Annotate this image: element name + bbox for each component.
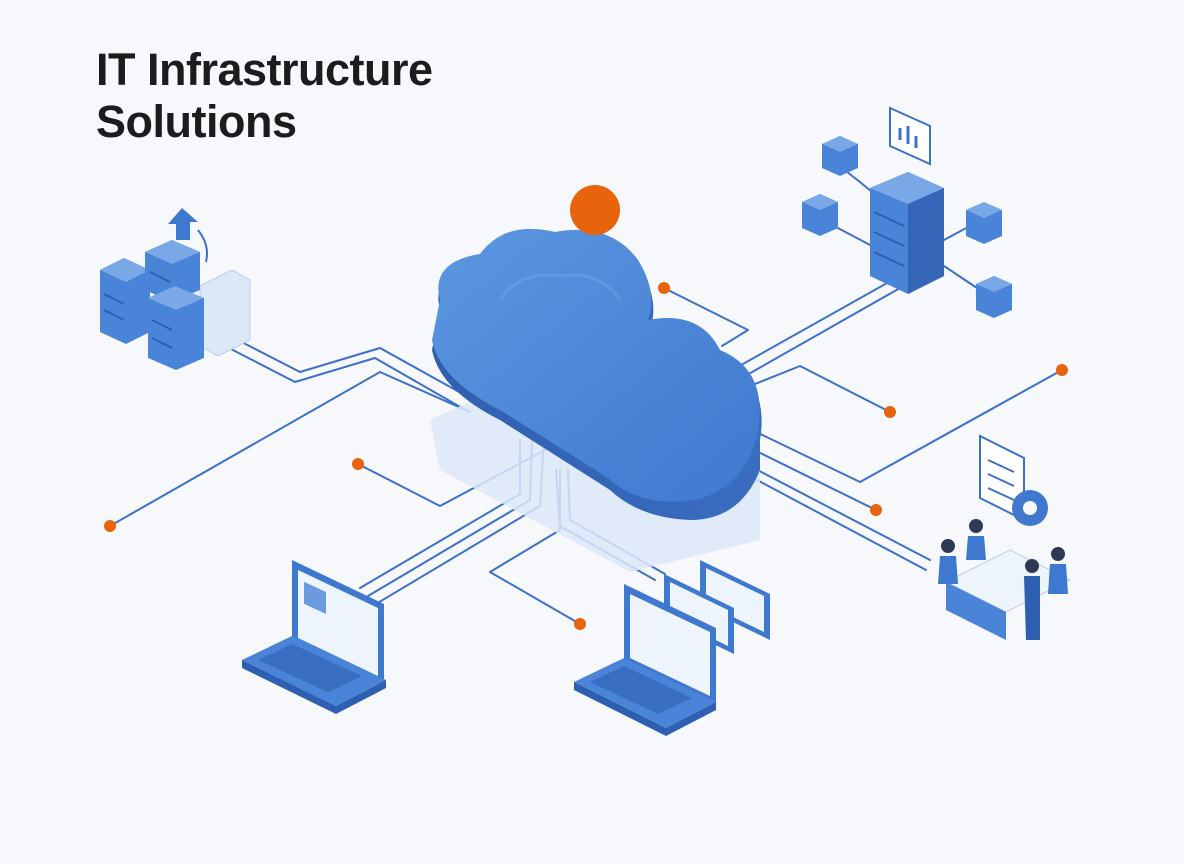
- gear-icon: [1012, 490, 1048, 526]
- person: [941, 539, 955, 553]
- server-rack-icon: [148, 286, 204, 370]
- node-dot: [574, 618, 586, 630]
- orange-nodes: [104, 282, 1068, 630]
- laptop-icon: [242, 560, 386, 714]
- monitor-icon: [700, 560, 770, 640]
- node-dot: [104, 520, 116, 532]
- title-line-2: Solutions: [96, 96, 297, 147]
- node-dot: [1056, 364, 1068, 376]
- server-rack-icon: [145, 240, 200, 302]
- node-dot: [352, 458, 364, 470]
- node-dot: [870, 504, 882, 516]
- person: [1051, 547, 1065, 561]
- status-orb: [570, 185, 620, 235]
- person: [969, 519, 983, 533]
- title-line-1: IT Infrastructure: [96, 44, 433, 95]
- database-cluster: [100, 208, 251, 370]
- server-cluster: [802, 106, 1012, 318]
- server-rack-icon: [966, 202, 1002, 244]
- cloud-icon: [432, 185, 762, 520]
- server-rack-icon: [100, 258, 150, 344]
- page-title: IT Infrastructure Solutions: [96, 44, 433, 148]
- team-meeting-icon: [938, 434, 1072, 640]
- node-dot: [658, 282, 670, 294]
- person: [1025, 559, 1039, 573]
- server-rack-icon: [976, 276, 1012, 318]
- upload-arrow-icon: [168, 208, 208, 263]
- server-rack-icon: [870, 172, 944, 294]
- laptop-icon: [574, 584, 716, 736]
- server-rack-icon: [802, 194, 838, 236]
- analytics-chart-icon: [889, 106, 931, 166]
- node-dot: [884, 406, 896, 418]
- workstation-group: [574, 560, 770, 736]
- server-rack-icon: [822, 136, 858, 176]
